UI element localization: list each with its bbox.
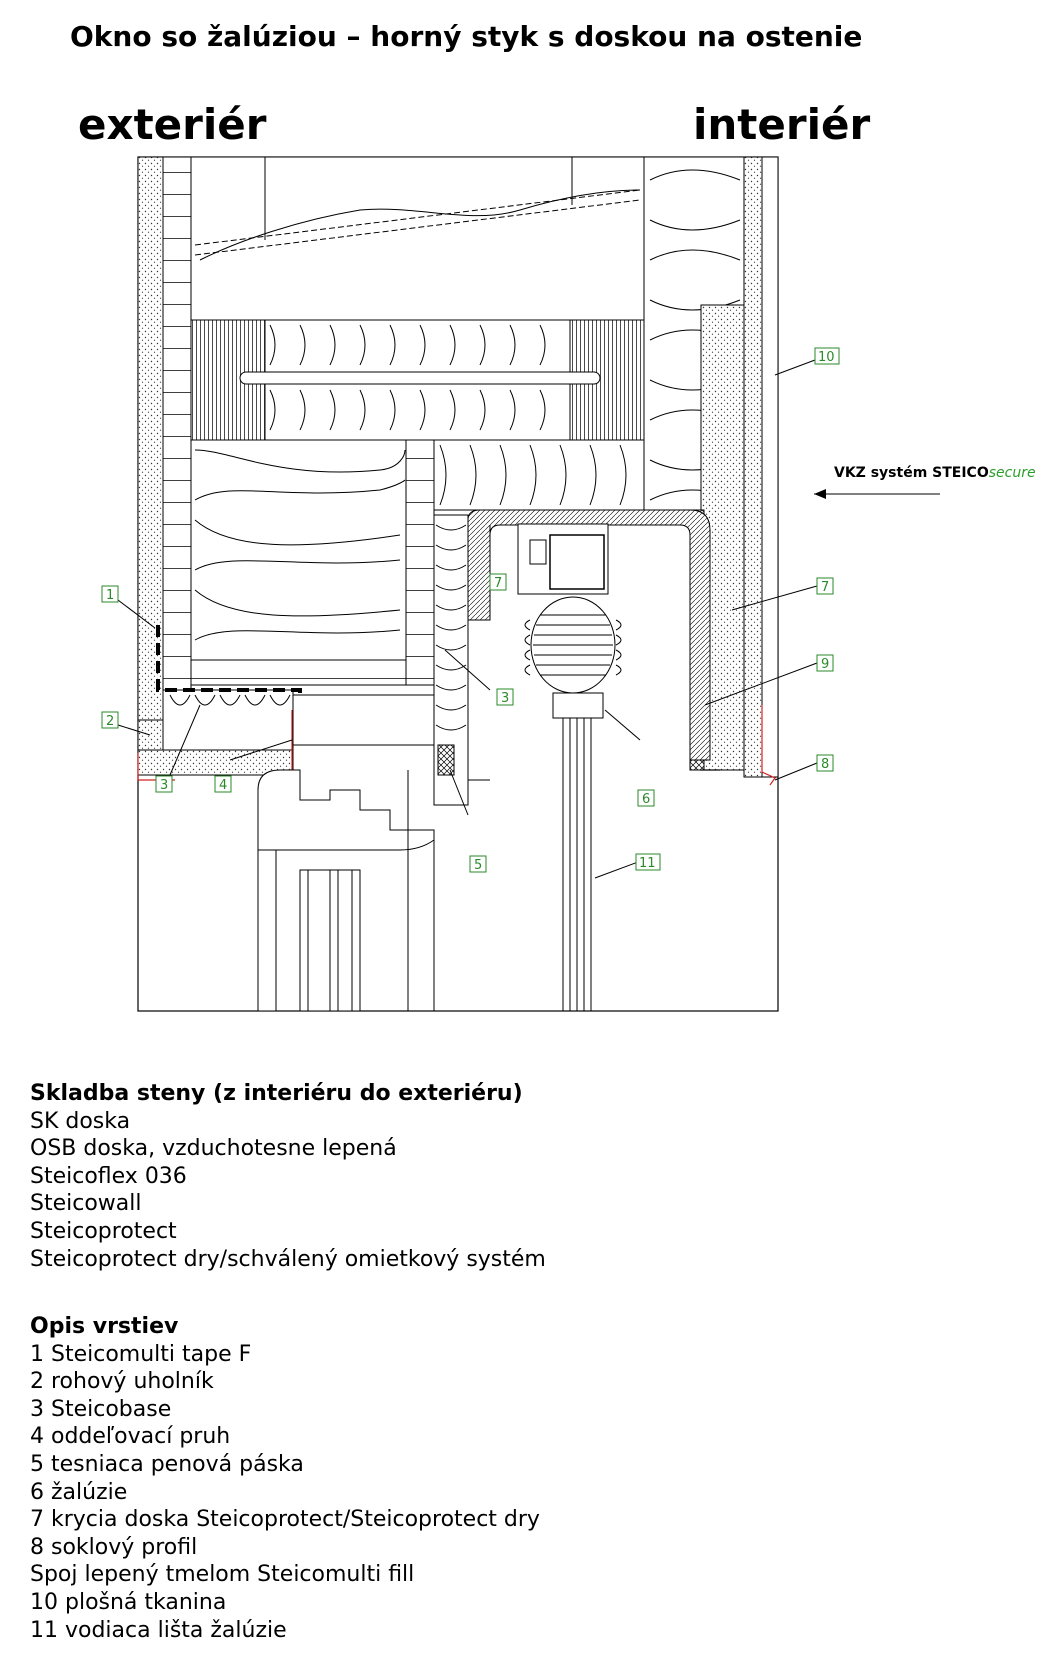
interior-label: interiér	[693, 100, 871, 149]
wall-layer-item: Steicowall	[30, 1191, 142, 1217]
svg-text:7: 7	[821, 580, 829, 595]
layer-description-item: 8 soklový profil	[30, 1534, 198, 1560]
layer-description-item: 10 plošná tkanina	[30, 1589, 227, 1615]
layer-description-item: 4 oddeľovací pruh	[30, 1424, 231, 1450]
layer-description-item: 6 žalúzie	[30, 1479, 128, 1505]
callout-7-right: 7	[816, 577, 834, 595]
svg-text:3: 3	[501, 691, 509, 706]
layer-description-item: 3 Steicobase	[30, 1396, 172, 1422]
vkz-prefix: VKZ systém	[834, 465, 933, 481]
callout-4: 4	[214, 775, 232, 793]
callout-2: 2	[101, 711, 119, 729]
layer-description-item: 11 vodiaca lišta žalúzie	[30, 1617, 287, 1643]
exterior-label: exteriér	[78, 100, 267, 149]
layer-description-item: 5 tesniaca penová páska	[30, 1451, 304, 1477]
callout-8: 8	[816, 754, 834, 772]
wall-composition-heading: Skladba steny (z interiéru do exteriéru)	[30, 1081, 523, 1106]
svg-text:2: 2	[106, 714, 114, 729]
svg-text:6: 6	[642, 792, 650, 807]
layer-description-item: 7 krycia doska Steicoprotect/Steicoprote…	[30, 1507, 540, 1533]
wall-layer-item: Steicoprotect	[30, 1218, 177, 1244]
wall-layer-item: Steicoprotect dry/schválený omietkový sy…	[30, 1246, 546, 1272]
callout-7-left: 7	[489, 573, 507, 591]
vkz-brand: STEICO	[932, 465, 989, 481]
callout-9: 9	[816, 654, 834, 672]
svg-text:5: 5	[474, 858, 482, 873]
layer-description-item: 1 Steicomulti tape F	[30, 1341, 252, 1367]
layer-description-item: Spoj lepený tmelom Steicomulti fill	[30, 1562, 415, 1588]
svg-text:9: 9	[821, 657, 829, 672]
callout-10: 10	[814, 347, 840, 365]
svg-text:4: 4	[219, 778, 227, 793]
callout-1: 1	[101, 585, 119, 603]
vkz-annotation: VKZ systém STEICOsecure	[834, 465, 1036, 481]
callout-3-left: 3	[155, 775, 173, 793]
vkz-brand-suffix: secure	[988, 465, 1036, 481]
wall-composition-legend: Skladba steny (z interiéru do exteriéru)…	[30, 1080, 546, 1273]
callout-3-right: 3	[496, 688, 514, 706]
svg-text:10: 10	[818, 350, 835, 365]
svg-text:1: 1	[106, 588, 114, 603]
svg-text:7: 7	[494, 576, 502, 591]
layer-description-item: 2 rohový uholník	[30, 1369, 214, 1395]
callout-5: 5	[469, 855, 487, 873]
svg-text:11: 11	[639, 856, 656, 871]
drawing-title: Okno so žalúziou – horný styk s doskou n…	[70, 20, 863, 53]
svg-text:8: 8	[821, 757, 829, 772]
wall-layer-item: SK doska	[30, 1108, 131, 1134]
callout-11: 11	[635, 853, 661, 871]
layer-description-heading: Opis vrstiev	[30, 1314, 179, 1339]
wall-layer-item: OSB doska, vzduchotesne lepená	[30, 1136, 397, 1162]
section-drawing: 1 2 3 4 5 6 7 3 7 9 8 10 11	[101, 156, 940, 1012]
layer-description-legend: Opis vrstiev 1 Steicomulti tape F 2 roho…	[30, 1313, 540, 1644]
svg-text:3: 3	[160, 778, 168, 793]
callout-6: 6	[637, 789, 655, 807]
wall-layer-item: Steicoflex 036	[30, 1163, 187, 1189]
